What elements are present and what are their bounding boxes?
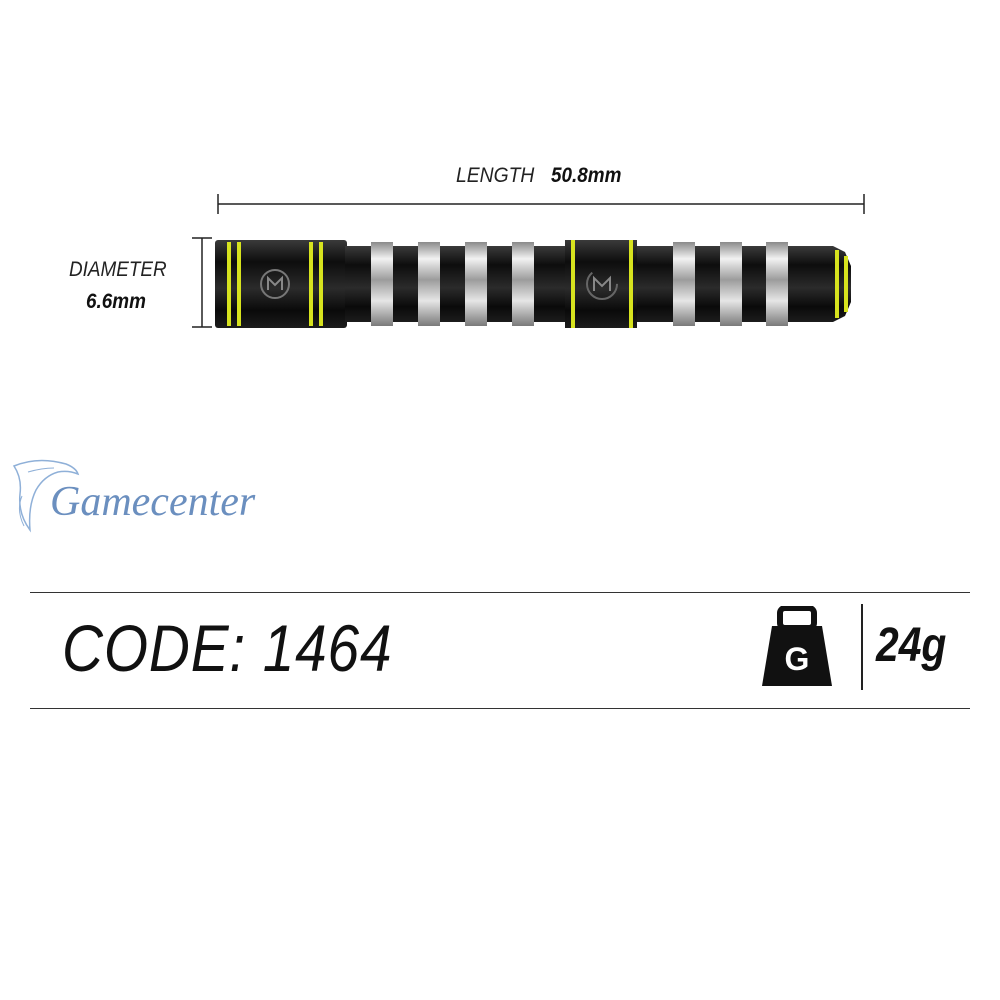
length-label: LENGTH xyxy=(456,164,535,187)
length-dimension-line xyxy=(217,194,865,214)
dart-barrel-image xyxy=(215,240,851,328)
diameter-label: DIAMETER xyxy=(69,258,167,281)
watermark-text: Gamecenter xyxy=(50,479,256,525)
product-code: CODE: 1464 xyxy=(62,611,393,685)
diameter-value: 6.6mm xyxy=(86,290,146,313)
diameter-dimension-line xyxy=(192,237,212,328)
weight-icon: G xyxy=(762,606,832,686)
length-value: 50.8mm xyxy=(551,164,622,187)
top-divider xyxy=(30,592,970,593)
weight-separator xyxy=(861,604,863,690)
weight-value: 24g xyxy=(876,619,947,672)
bottom-divider xyxy=(30,708,970,709)
dolphin-icon xyxy=(12,459,80,533)
weight-icon-letter: G xyxy=(785,641,810,677)
